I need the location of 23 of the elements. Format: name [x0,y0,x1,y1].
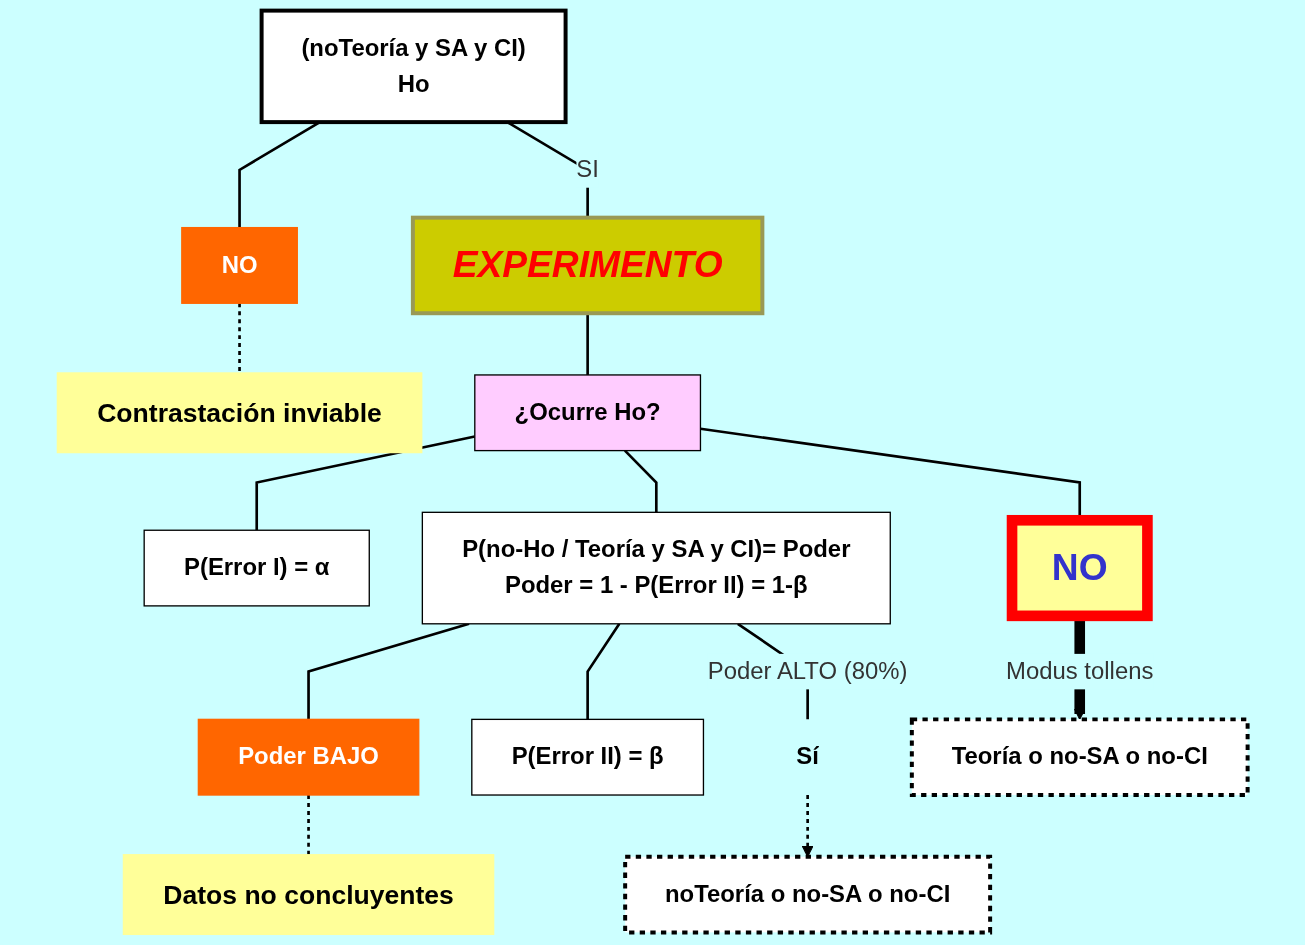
node-box: P(Error II) = β [471,718,705,796]
node-box: EXPERIMENTO [410,215,765,316]
node-box: Datos no concluyentes [122,854,495,936]
connector [586,313,589,375]
node-text: Sí [796,743,819,770]
edge-label: SI [576,155,599,183]
connector [623,449,658,513]
node-box: P(no-Ho / Teoría y SA y CI)= Poder Poder = 1 - P(Error II) = 1-β [421,511,891,625]
node-box: (noTeoría y SA y CI) Ho [259,8,568,125]
connector [307,795,310,855]
connector [586,623,621,720]
node-box: P(Error I) = α [143,529,370,607]
node-box: ¿Ocurre Ho? [474,374,702,452]
connector [307,622,470,720]
node-box: Contrastación inviable [56,372,423,454]
connector [238,303,241,373]
node-box: Poder BAJO [197,718,420,796]
edge-label: Modus tollens [1006,657,1154,685]
edge-label: Poder ALTO (80%) [707,657,908,685]
node-box: noTeoría o no-SA o no-CI [623,854,993,935]
node-box: NO [181,226,298,304]
node-box: Teoría o no-SA o no-CI [909,717,1250,797]
node-box: NO [1006,514,1153,622]
